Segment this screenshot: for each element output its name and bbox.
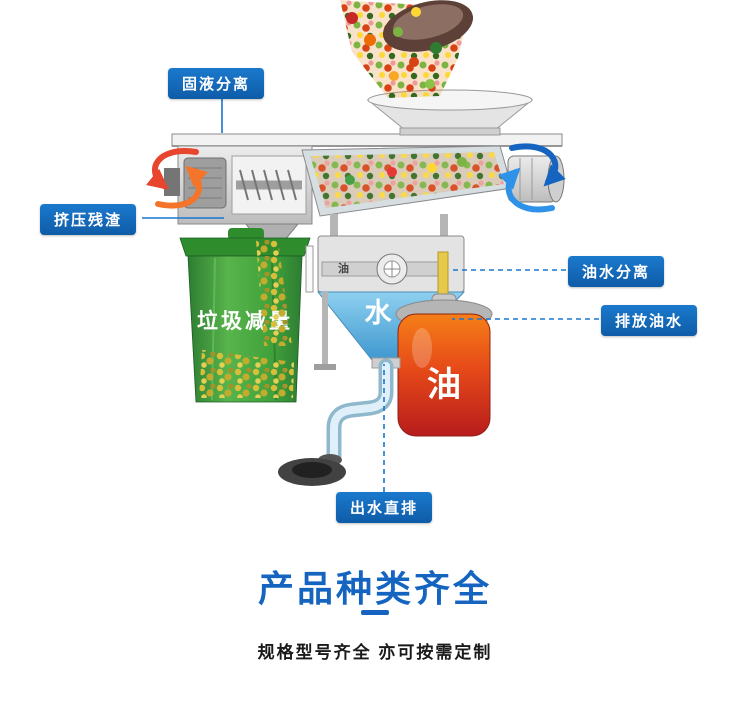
bin-granules: [199, 350, 294, 398]
annotation-squeeze-residue: 挤压残渣: [40, 204, 137, 235]
oil-label: 油: [427, 366, 461, 404]
separation-screen: [301, 145, 513, 217]
waste-bin: 垃圾减量: [179, 228, 311, 403]
annotation-discharge-oil-water: 排放油水: [601, 305, 698, 336]
drain-pipe: [326, 357, 401, 464]
water-label: 水: [365, 298, 393, 328]
page-subtitle: 规格型号齐全 亦可按需定制: [257, 643, 493, 662]
annotation-oil-water-separation: 油水分离: [568, 256, 665, 287]
annotation-solid-liquid-separation: 固液分离: [168, 68, 265, 99]
red-arrows-icon: [145, 148, 208, 209]
feed-funnel: [366, 89, 534, 136]
oil-container: 油: [395, 293, 493, 437]
blue-arrows-icon: [498, 143, 566, 213]
hanger-right: [440, 214, 448, 238]
leader-lines: [142, 96, 599, 492]
granule-stream: [256, 240, 292, 346]
floor-drain: [278, 454, 346, 486]
table-top: [171, 133, 563, 147]
page-title: 产品种类齐全: [257, 568, 492, 609]
food-waste: [340, 0, 474, 98]
tank-oil-label: 油: [338, 261, 349, 275]
hanger-left: [330, 214, 338, 238]
machine-illustration: 垃圾减量 油 水: [142, 0, 599, 492]
annotation-water-direct-outlet: 出水直排: [336, 492, 433, 523]
title-divider: [361, 610, 389, 615]
